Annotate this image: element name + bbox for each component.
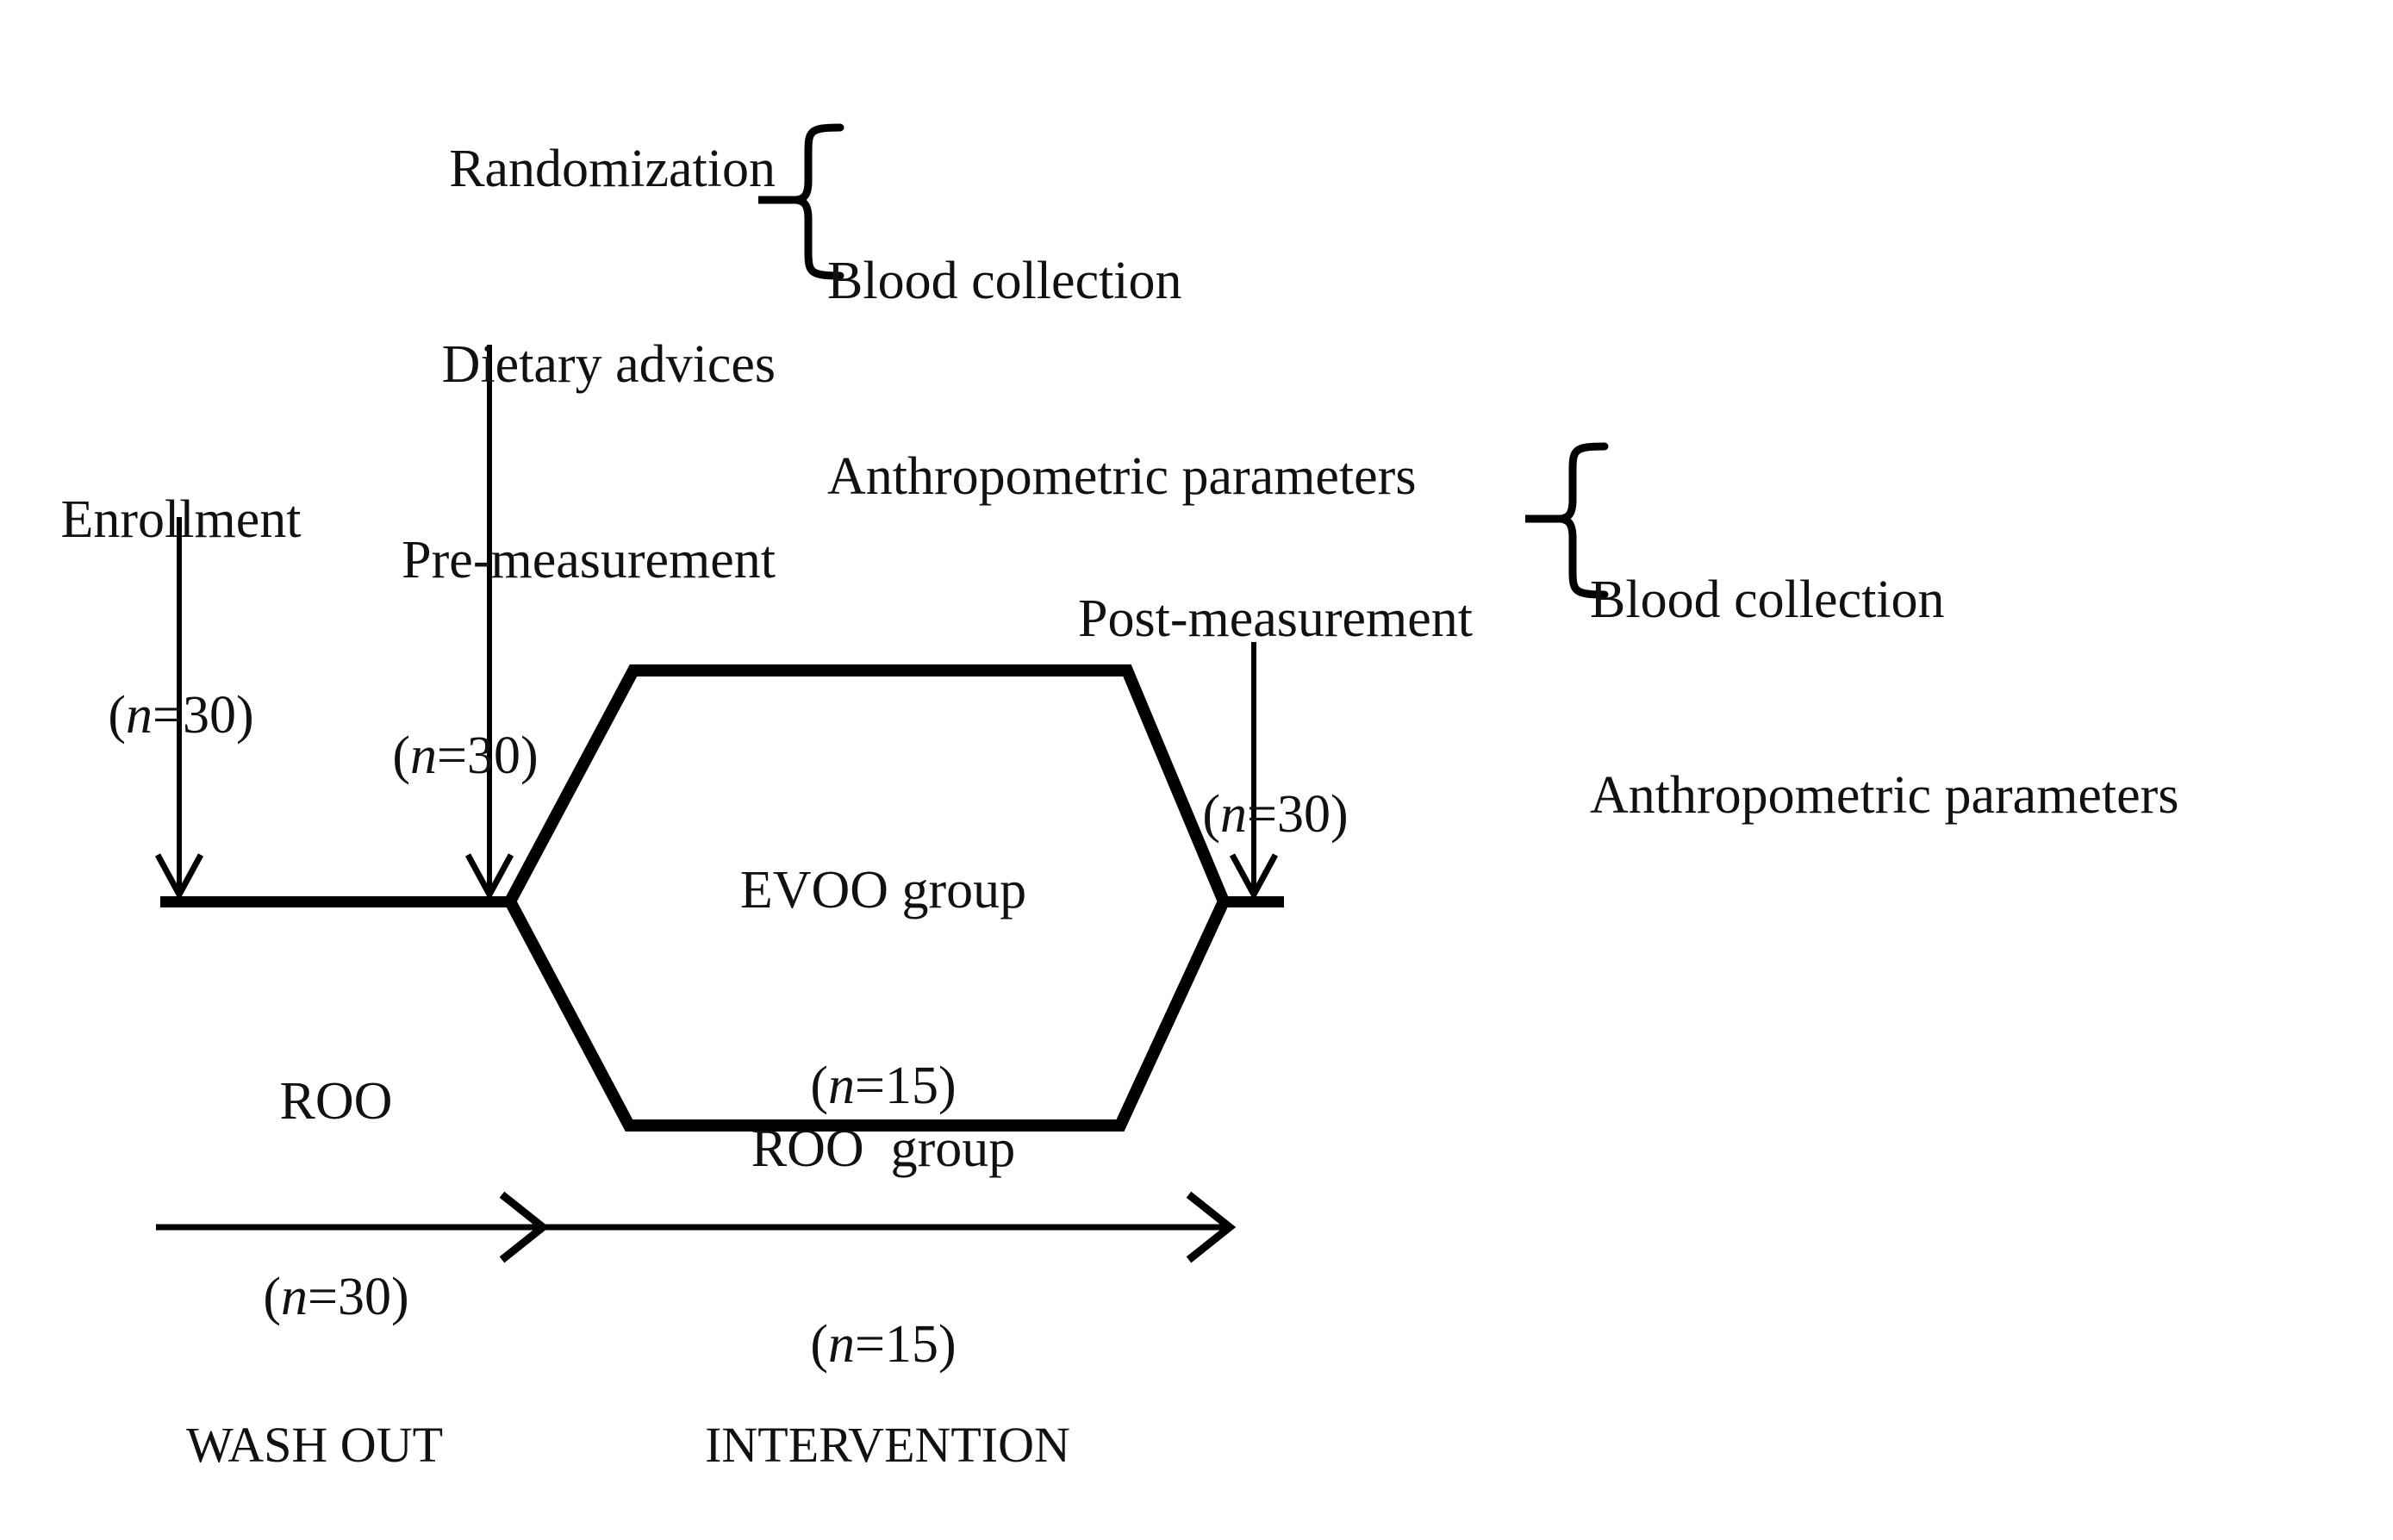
pre-measurement-item-anthropometric: Anthropometric parameters: [827, 447, 1417, 507]
sample-size-value: =30): [308, 1268, 409, 1327]
enrollment-label: Enrollment (n=30): [9, 358, 353, 879]
evoo-group-label: EVOO group (n=15): [638, 728, 1129, 1250]
sample-size-value: =30): [437, 726, 539, 785]
washout-phase-title: WASH OUT: [185, 1416, 444, 1473]
paren-open: (: [392, 726, 411, 785]
sample-size-value: =15): [855, 1057, 957, 1116]
n-symbol: n: [1220, 785, 1248, 845]
randomization-line-2: Dietary advices: [441, 335, 776, 395]
roo-washout-sample-size: (n=30): [164, 1265, 508, 1331]
post-measurement-items: Blood collection Anthropometric paramete…: [1590, 438, 2393, 959]
randomization-line-3: Pre-measurement: [402, 531, 776, 589]
washout-phase-label: WASH OUT (50ml/day) 2 weeks: [129, 1300, 500, 1540]
post-measurement-item-anthropometric: Anthropometric parameters: [1590, 766, 2179, 826]
paren-open: (: [263, 1268, 282, 1327]
enrollment-title: Enrollment: [60, 490, 302, 550]
paren-open: (: [810, 1057, 829, 1116]
n-symbol: n: [410, 726, 438, 785]
post-measurement-item-blood-collection: Blood collection: [1590, 570, 1945, 630]
roo-washout-title: ROO: [279, 1072, 393, 1132]
randomization-sample-size: (n=30): [259, 724, 776, 789]
roo-washout-label: ROO (n=30): [164, 939, 508, 1461]
sample-size-value: =30): [153, 686, 254, 745]
sample-size-value: =15): [855, 1315, 957, 1375]
n-symbol: n: [828, 1315, 856, 1375]
n-symbol: n: [828, 1057, 856, 1116]
n-symbol: n: [281, 1268, 308, 1327]
roo-group-sample-size: (n=15): [638, 1312, 1129, 1378]
intervention-phase-label: INTERVENTION (50ml/day) 3 weeks: [638, 1300, 1137, 1540]
sample-size-value: =30): [1247, 785, 1349, 845]
roo-group-title: ROO group: [751, 1119, 1016, 1179]
paren-open: (: [810, 1315, 829, 1375]
randomization-line-1: Randomization: [449, 140, 776, 199]
intervention-phase-title: INTERVENTION: [705, 1416, 1070, 1473]
randomization-label: Randomization Dietary advices Pre-measur…: [259, 7, 776, 920]
enrollment-sample-size: (n=30): [9, 683, 353, 749]
pre-measurement-item-blood-collection: Blood collection: [827, 252, 1182, 311]
pre-measurement-items: Blood collection Anthropometric paramete…: [827, 119, 1775, 640]
paren-open: (: [1202, 785, 1221, 845]
evoo-group-sample-size: (n=15): [638, 1054, 1129, 1119]
roo-group-label: ROO group (n=15): [638, 987, 1129, 1508]
post-measurement-sample-size: (n=30): [974, 782, 1577, 848]
post-measurement-label: Post-measurement (n=30): [974, 457, 1577, 978]
post-measurement-title: Post-measurement: [1077, 589, 1473, 649]
paren-open: (: [108, 686, 127, 745]
n-symbol: n: [126, 686, 153, 745]
evoo-group-title: EVOO group: [739, 861, 1027, 920]
